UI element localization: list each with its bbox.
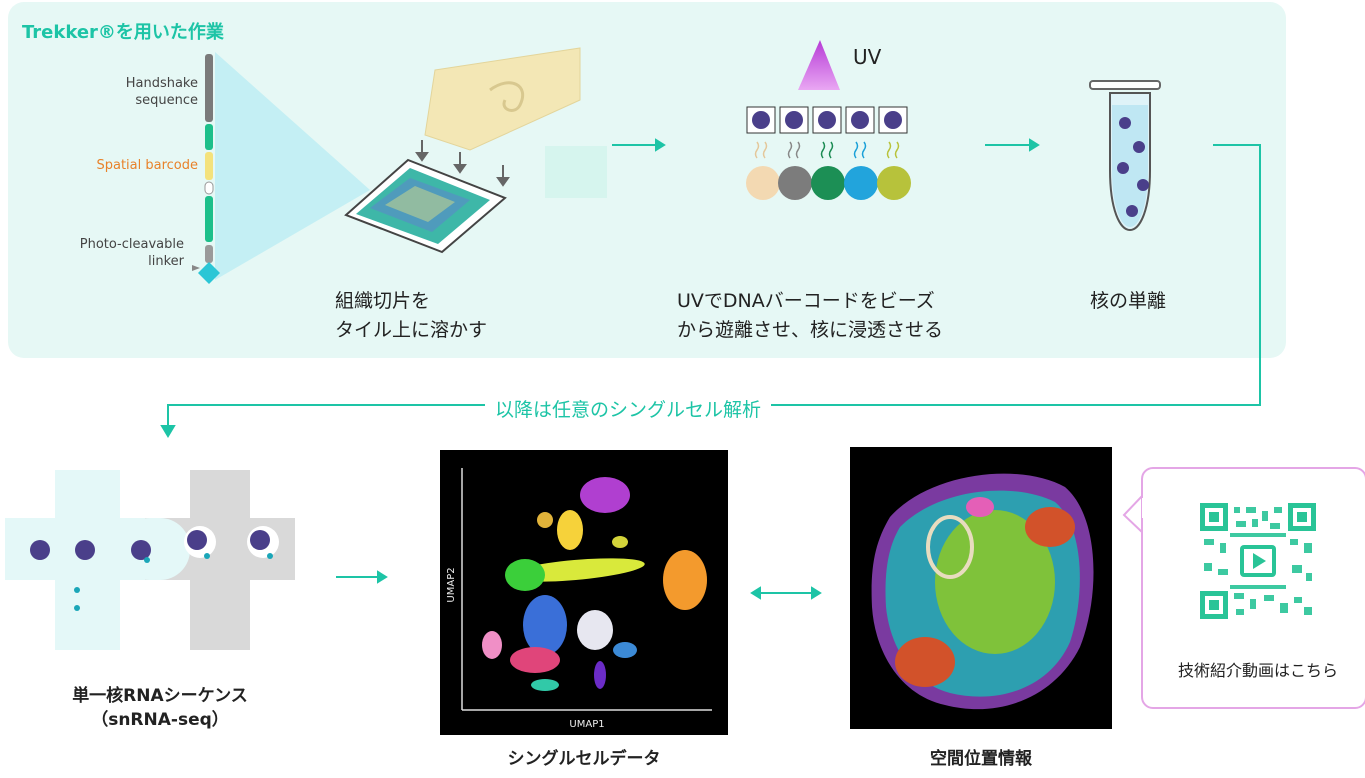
probe-green-segment — [205, 124, 213, 150]
arrow-right-icon — [377, 570, 388, 584]
uv-label: UV — [853, 45, 882, 69]
tissue-outline — [489, 81, 525, 112]
uv-release-illustration — [746, 40, 911, 200]
snrna-seq-label-line2: （snRNA-seq） — [91, 710, 229, 730]
handshake-label: Handshake sequence — [60, 75, 198, 109]
step-isolation-label: 核の単離 — [1090, 290, 1167, 312]
uv-triangle-icon — [798, 40, 840, 90]
release-waves — [754, 141, 900, 159]
probe-and-tile-illustration — [192, 47, 607, 284]
umap-clusters — [482, 477, 707, 691]
probe-white-segment — [204, 181, 214, 195]
handshake-label-line2: sequence — [135, 93, 198, 108]
linker-pointer-icon — [192, 265, 200, 271]
spatial-core — [935, 510, 1055, 654]
bead-row — [746, 166, 911, 200]
umap-ylabel: UMAP2 — [446, 567, 457, 602]
barcode-segment — [205, 152, 213, 180]
snrna-seq-label-line1: 単一核RNAシーケンス — [72, 686, 248, 706]
step-uv-label: UVでDNAバーコードをビーズ から遊離させ、核に浸透させる — [677, 287, 943, 345]
workflow-title: Trekker®を用いた作業 — [22, 22, 224, 43]
step-uv-line2: から遊離させ、核に浸透させる — [677, 319, 944, 341]
qr-caption[interactable]: 技術紹介動画はこちら — [1177, 661, 1338, 680]
arrow-right-icon — [655, 138, 666, 152]
linker-segment — [205, 245, 213, 263]
handshake-label-line1: Handshake — [125, 76, 198, 91]
spatial-barcode-label: Spatial barcode — [96, 158, 198, 173]
bead-anchor-icon — [198, 262, 220, 284]
umap-caption: シングルセルデータ — [507, 749, 661, 769]
connector-text: 以降は任意のシングルセル解析 — [485, 395, 772, 422]
step-tissue-line1: 組織切片を — [335, 290, 431, 312]
probe-green-segment-2 — [205, 196, 213, 242]
umap-plot: UMAP1 UMAP2 — [440, 450, 728, 735]
step-tissue-label: 組織切片を タイル上に溶かす — [335, 287, 487, 345]
photo-cleavable-line1: Photo-cleavable — [79, 237, 184, 252]
double-arrow-icon — [811, 586, 822, 600]
photo-cleavable-label: Photo-cleavable linker — [30, 236, 184, 270]
nuclei-row — [746, 106, 908, 134]
arrow-down-icon — [160, 425, 176, 438]
spatial-map — [850, 447, 1112, 729]
snrna-seq-illustration — [5, 470, 295, 650]
handshake-segment — [205, 54, 213, 122]
qr-code[interactable] — [1200, 503, 1316, 619]
magnification-cone — [215, 52, 370, 280]
arrow-right-icon — [1029, 138, 1040, 152]
spatial-caption: 空間位置情報 — [930, 749, 1032, 769]
qr-card-pointer-cover — [1142, 498, 1148, 518]
tube-icon — [1089, 80, 1161, 232]
down-arrows — [415, 140, 510, 187]
snrna-seq-label: 単一核RNAシーケンス （snRNA-seq） — [40, 684, 280, 732]
tissue-section — [424, 47, 581, 151]
bead-tile-pattern-2 — [385, 186, 455, 222]
step-tissue-line2: タイル上に溶かす — [335, 319, 488, 341]
umap-xlabel: UMAP1 — [569, 719, 604, 730]
placeholder-box — [545, 146, 607, 198]
photo-cleavable-line2: linker — [148, 254, 184, 269]
step-uv-line1: UVでDNAバーコードをビーズ — [677, 290, 935, 312]
